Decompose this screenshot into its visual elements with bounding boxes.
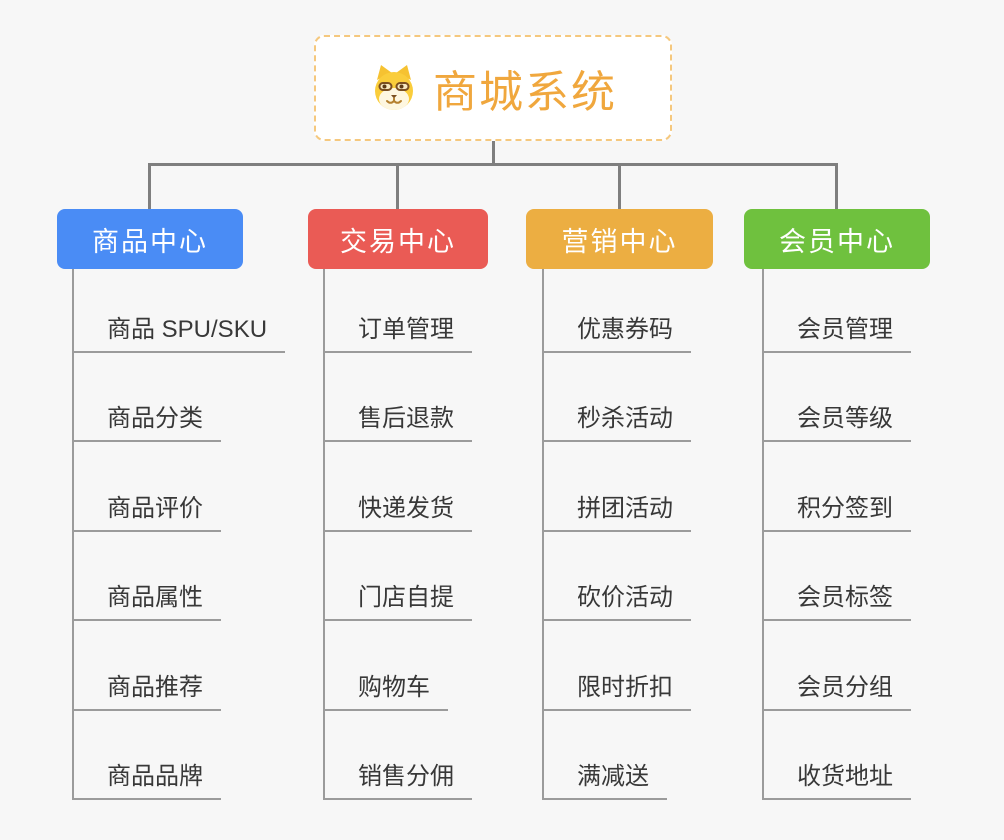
- branch-3-item-4[interactable]: 会员分组: [762, 667, 911, 711]
- branch-1-item-4[interactable]: 购物车: [323, 667, 448, 711]
- branch-spine-trade: [323, 269, 325, 800]
- branch-header-product[interactable]: 商品中心: [57, 209, 243, 269]
- branch-header-label: 会员中心: [779, 226, 895, 257]
- branch-2-item-2[interactable]: 拼团活动: [542, 488, 691, 532]
- branch-0-item-3[interactable]: 商品属性: [72, 577, 221, 621]
- branch-1-item-1[interactable]: 售后退款: [323, 398, 472, 442]
- branch-2-item-5[interactable]: 满减送: [542, 756, 667, 800]
- branch-3-item-5[interactable]: 收货地址: [762, 756, 911, 800]
- root-node[interactable]: 商城系统: [314, 35, 672, 141]
- branch-header-member[interactable]: 会员中心: [744, 209, 930, 269]
- branch-1-item-3[interactable]: 门店自提: [323, 577, 472, 621]
- connector-root-stub: [492, 141, 495, 165]
- dog-face-icon: [375, 65, 413, 110]
- branch-header-marketing[interactable]: 营销中心: [526, 209, 713, 269]
- branch-3-item-3[interactable]: 会员标签: [762, 577, 911, 621]
- branch-1-item-0[interactable]: 订单管理: [323, 309, 472, 353]
- connector-drop-trade: [396, 163, 399, 210]
- branch-1-item-2[interactable]: 快递发货: [323, 488, 472, 532]
- branch-2-item-1[interactable]: 秒杀活动: [542, 398, 691, 442]
- root-label: 商城系统: [433, 68, 617, 117]
- branch-spine-member: [762, 269, 764, 800]
- connector-horizontal-rail: [148, 163, 838, 166]
- branch-header-label: 交易中心: [340, 226, 456, 257]
- branch-header-trade[interactable]: 交易中心: [308, 209, 488, 269]
- connector-drop-product: [148, 163, 151, 210]
- branch-header-label: 营销中心: [561, 226, 678, 257]
- branch-3-item-0[interactable]: 会员管理: [762, 309, 911, 353]
- branch-0-item-5[interactable]: 商品品牌: [72, 756, 221, 800]
- branch-0-item-2[interactable]: 商品评价: [72, 488, 221, 532]
- branch-spine-product: [72, 269, 74, 800]
- branch-0-item-4[interactable]: 商品推荐: [72, 667, 221, 711]
- branch-1-item-5[interactable]: 销售分佣: [323, 756, 472, 800]
- branch-header-label: 商品中心: [92, 226, 208, 257]
- branch-0-item-0[interactable]: 商品 SPU/SKU: [72, 309, 286, 353]
- branch-2-item-0[interactable]: 优惠券码: [542, 309, 691, 353]
- branch-0-item-1[interactable]: 商品分类: [72, 398, 221, 442]
- branch-2-item-3[interactable]: 砍价活动: [542, 577, 691, 621]
- branch-3-item-2[interactable]: 积分签到: [762, 488, 911, 532]
- connector-drop-member: [835, 163, 838, 210]
- branch-2-item-4[interactable]: 限时折扣: [542, 667, 691, 711]
- branch-spine-marketing: [542, 269, 544, 800]
- branch-3-item-1[interactable]: 会员等级: [762, 398, 911, 442]
- connector-drop-marketing: [618, 163, 621, 210]
